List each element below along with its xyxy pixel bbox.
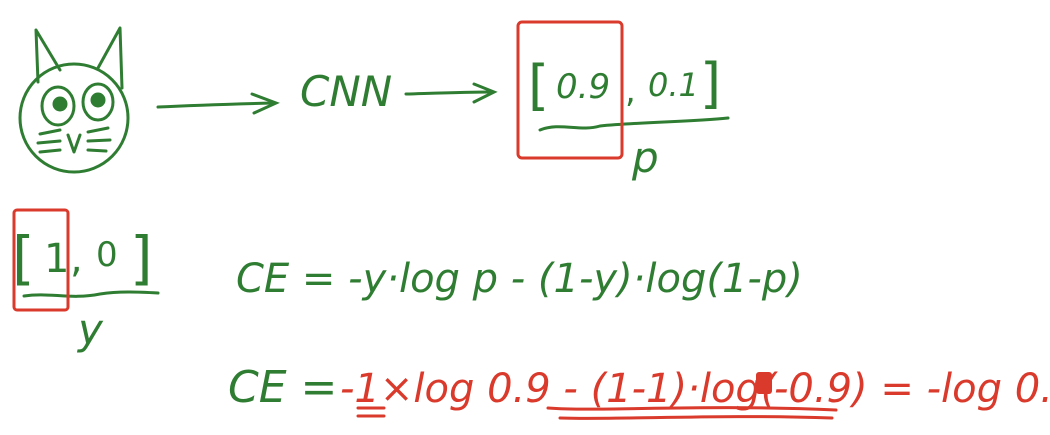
svg-text:[: [ (12, 224, 35, 292)
cat-sketch-icon (18, 26, 130, 174)
formula-substituted-rhs: -1×log 0.9 - (1-1)·log( -0.9) = -log 0.9 (340, 366, 1050, 412)
target-symbol: y (76, 305, 104, 354)
formula-substituted-part-2: -0.9) = -log 0.9 (774, 366, 1050, 412)
cnn-label: CNN (300, 67, 392, 116)
arrow-right-icon (404, 82, 498, 104)
svg-text:0.9: 0.9 (556, 67, 610, 107)
formula-general: CE = -y·log p - (1-y)·log(1-p) (236, 256, 803, 302)
svg-text:,: , (70, 236, 83, 282)
prediction-vector: [ 0.9 , 0.1 ] (528, 52, 721, 117)
svg-text:0: 0 (96, 235, 118, 275)
svg-text:0.1: 0.1 (648, 66, 699, 104)
target-vector: [ 1 , 0 ] (12, 224, 153, 292)
svg-text:,: , (625, 71, 636, 111)
formula-substituted-part-1: -1×log 0.9 - (1-1)·log( (340, 366, 779, 412)
prediction-underline (538, 116, 730, 132)
arrow-right-icon (156, 92, 280, 115)
highlight-box-target (12, 208, 70, 312)
ink-blot (756, 372, 772, 394)
svg-text:]: ] (700, 52, 721, 115)
prediction-symbol: p (631, 133, 659, 182)
formula-substituted-lhs: CE = (228, 362, 337, 413)
svg-text:]: ] (130, 224, 153, 292)
highlight-box-prediction (516, 20, 624, 160)
red-underline-term (546, 406, 838, 420)
red-underline-1 (356, 406, 386, 418)
svg-text:1: 1 (44, 236, 69, 282)
target-underline (22, 290, 160, 298)
svg-text:[: [ (528, 54, 549, 117)
